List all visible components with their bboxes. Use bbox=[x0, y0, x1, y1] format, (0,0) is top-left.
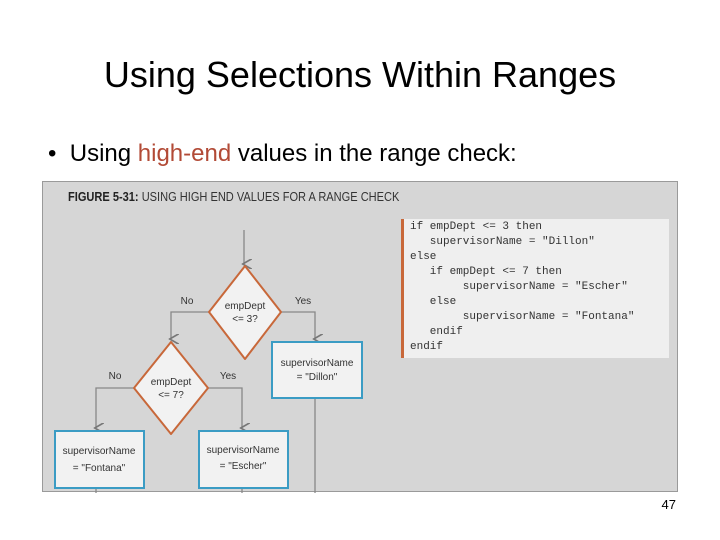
bullet-text-post: values in the range check: bbox=[231, 140, 517, 167]
figure: FIGURE 5-31: USING HIGH END VALUES FOR A… bbox=[42, 181, 678, 493]
label-yes-1: Yes bbox=[295, 296, 311, 307]
process-box-fontana bbox=[54, 430, 145, 489]
bullet-point: • Using high-end values in the range che… bbox=[48, 140, 517, 168]
flowchart: empDept <= 3? empDept <= 7? No Yes No Ye… bbox=[54, 230, 363, 493]
bullet-marker: • bbox=[48, 140, 57, 167]
decision2-line1: empDept bbox=[151, 377, 192, 388]
fontana-line2: = "Fontana" bbox=[73, 463, 126, 474]
page-number: 47 bbox=[661, 497, 676, 512]
flow-lines bbox=[96, 230, 315, 493]
decision2-line2: <= 7? bbox=[158, 390, 184, 401]
fontana-line1: supervisorName bbox=[63, 446, 136, 457]
dillon-line1: supervisorName bbox=[281, 358, 354, 369]
escher-line2: = "Escher" bbox=[220, 461, 267, 472]
label-no-2: No bbox=[109, 371, 122, 382]
label-yes-2: Yes bbox=[220, 371, 236, 382]
decision1-line2: <= 3? bbox=[232, 314, 258, 325]
label-no-1: No bbox=[181, 296, 194, 307]
pseudocode-block: if empDept <= 3 then supervisorName = "D… bbox=[401, 219, 669, 358]
process-box-dillon bbox=[271, 341, 363, 399]
process-box-escher bbox=[198, 430, 289, 489]
figure-number: FIGURE 5-31: bbox=[68, 189, 139, 204]
figure-caption: FIGURE 5-31: USING HIGH END VALUES FOR A… bbox=[68, 189, 399, 204]
bullet-text-pre: Using bbox=[69, 140, 138, 167]
escher-line1: supervisorName bbox=[207, 445, 280, 456]
dillon-line2: = "Dillon" bbox=[297, 372, 338, 383]
decision-diamond-1 bbox=[208, 265, 282, 360]
decision1-line1: empDept bbox=[225, 301, 266, 312]
bullet-highlight: high-end bbox=[137, 140, 232, 167]
figure-title: USING HIGH END VALUES FOR A RANGE CHECK bbox=[141, 189, 400, 204]
slide-title: Using Selections Within Ranges bbox=[103, 54, 617, 95]
decision-diamond-2 bbox=[133, 341, 209, 435]
